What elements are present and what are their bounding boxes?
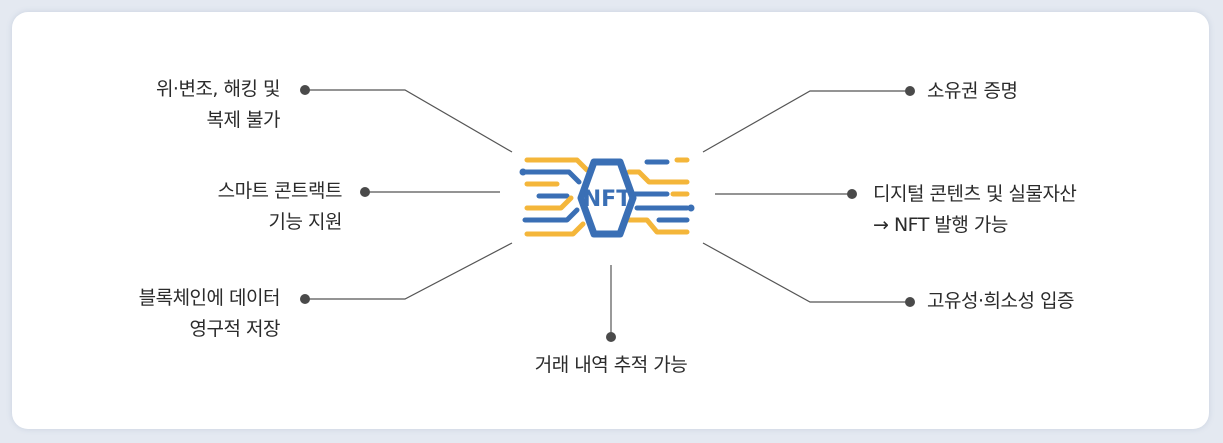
dot-top-left [300,85,310,95]
feature-bottom-center: 거래 내역 추적 가능 [511,350,711,381]
feature-mid-left-line1: 스마트 콘트랙트 [217,180,343,202]
connector-bottom-right [702,242,910,303]
dot-mid-right [847,189,857,199]
feature-bottom-left: 블록체인에 데이터 영구적 저장 [138,283,281,345]
feature-bottom-right-line1: 고유성·희소성 입증 [927,290,1074,312]
connector-top-left [305,89,513,153]
feature-mid-right: 디지털 콘텐츠 및 실물자산 → NFT 발행 가능 [873,179,1077,241]
nft-center-label: NFT [583,187,631,212]
dot-top-right [905,86,915,96]
dot-bottom-right [905,297,915,307]
nft-chip-icon: NFT [519,157,695,238]
feature-top-right-line1: 소유권 증명 [927,80,1018,102]
feature-top-right: 소유권 증명 [927,76,1018,107]
connector-bottom-left [305,242,513,300]
dot-mid-left [360,187,370,197]
feature-mid-right-line2: → NFT 발행 가능 [873,214,1008,236]
connector-top-right [702,90,910,153]
dot-bottom-left [300,294,310,304]
dot-bottom-center [606,332,616,342]
feature-bottom-left-line2: 영구적 저장 [189,318,281,340]
feature-mid-left: 스마트 콘트랙트 기능 지원 [217,176,343,238]
feature-top-left: 위·변조, 해킹 및 복제 불가 [155,74,281,136]
feature-bottom-left-line1: 블록체인에 데이터 [138,287,281,309]
feature-top-left-line1: 위·변조, 해킹 및 [155,78,281,100]
feature-mid-right-line1: 디지털 콘텐츠 및 실물자산 [873,183,1077,205]
feature-mid-left-line2: 기능 지원 [268,211,343,233]
feature-top-left-line2: 복제 불가 [206,109,281,131]
feature-bottom-right: 고유성·희소성 입증 [927,286,1074,317]
feature-bottom-center-line1: 거래 내역 추적 가능 [534,354,688,376]
